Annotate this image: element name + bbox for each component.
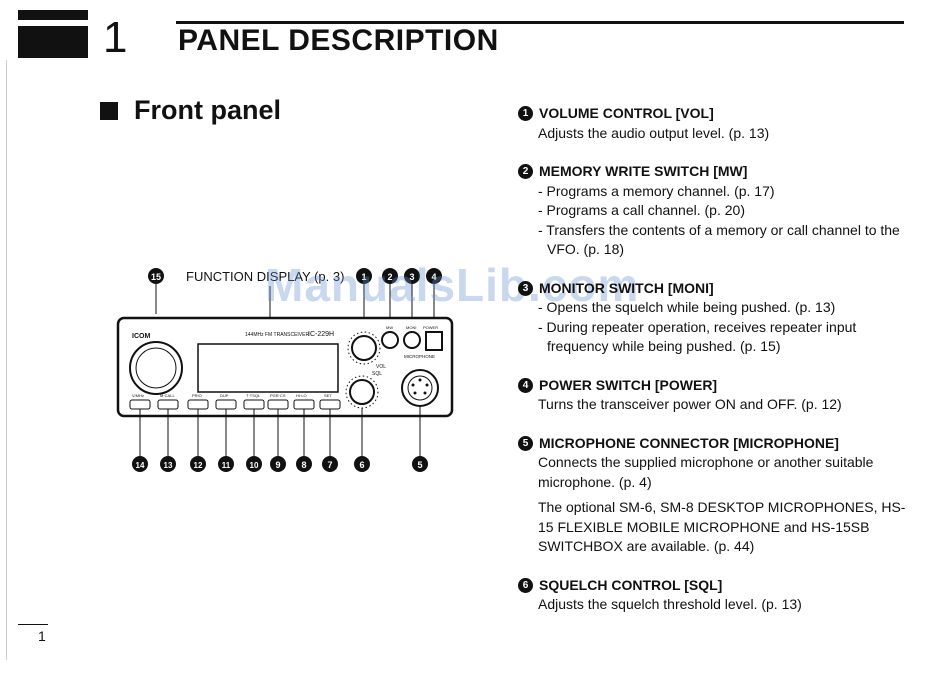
watermark: ManualsLib.com [265, 259, 640, 311]
item-text: Adjusts the audio output level. (p. 13) [538, 124, 770, 141]
moni-button [403, 331, 421, 349]
svg-text:M·CALL: M·CALL [160, 393, 175, 398]
margin-rule [6, 60, 7, 660]
svg-text:4: 4 [431, 272, 436, 282]
bullet-text: - Opens the squelch while being pushed. … [538, 299, 836, 315]
svg-text:8: 8 [301, 460, 306, 470]
svg-text:VOL: VOL [376, 364, 386, 370]
number-badge: 6 [518, 577, 533, 593]
svg-text:V/MHz: V/MHz [132, 393, 144, 398]
item-heading: MONITOR SWITCH [MONI] [539, 279, 714, 296]
svg-text:13: 13 [164, 461, 173, 470]
svg-text:9: 9 [275, 460, 280, 470]
item-monitor-switch: 3 MONITOR SWITCH [MONI] - Opens the squel… [518, 279, 908, 357]
chapter-bar [18, 10, 88, 58]
number-badge: 4 [518, 377, 533, 393]
svg-text:3: 3 [409, 272, 414, 282]
section-title: Front panel [134, 95, 281, 125]
square-bullet-icon [100, 101, 118, 120]
item-text: Connects the supplied microphone or anot… [538, 454, 874, 490]
item-memory-write: 2 MEMORY WRITE SWITCH [MW] - Programs a m… [518, 162, 908, 260]
function-display [197, 343, 339, 393]
callout-15-number: 15 [151, 272, 161, 282]
vol-knob [351, 335, 377, 361]
section-heading: Front panel [100, 95, 281, 126]
item-squelch-control: 6 SQUELCH CONTROL [SQL] Adjusts the squel… [518, 576, 908, 615]
svg-text:10: 10 [250, 461, 259, 470]
brand-logo: ICOM [132, 333, 150, 340]
svg-text:1: 1 [361, 272, 366, 282]
item-heading: POWER SWITCH [POWER] [539, 376, 718, 393]
function-display-label: FUNCTION DISPLAY (p. 3) [186, 269, 344, 284]
number-badge: 1 [518, 106, 533, 122]
chapter-title: PANEL DESCRIPTION [178, 24, 499, 57]
page-number: 1 [38, 628, 46, 644]
page-rule [18, 624, 48, 625]
sql-knob [349, 379, 375, 405]
model-subtitle: 144MHz FM TRANSCEIVER [245, 332, 309, 338]
item-heading: SQUELCH CONTROL [SQL] [539, 576, 723, 593]
item-heading: VOLUME CONTROL [VOL] [539, 105, 714, 121]
top-callouts: 1 2 3 4 [356, 268, 442, 332]
bullet-text: - During repeater operation, receives re… [538, 318, 857, 355]
svg-text:SQL: SQL [372, 371, 382, 377]
svg-text:11: 11 [222, 461, 231, 470]
key-row: V/MHz M·CALL PRIO DUP T·TSQL PGR·CS HI·L… [129, 393, 341, 410]
svg-text:2: 2 [387, 272, 392, 282]
svg-text:6: 6 [359, 460, 364, 470]
svg-text:PGR·CS: PGR·CS [270, 393, 286, 398]
item-text: Adjusts the squelch threshold level. (p.… [538, 596, 802, 612]
svg-text:PRIO: PRIO [192, 393, 202, 398]
svg-text:MONI: MONI [406, 325, 416, 330]
svg-text:5: 5 [417, 460, 422, 470]
front-panel-diagram: 15 FUNCTION DISPLAY (p. 3) 1 2 3 4 ICOM … [116, 268, 454, 472]
item-heading: MEMORY WRITE SWITCH [MW] [539, 163, 748, 179]
svg-text:12: 12 [194, 461, 203, 470]
microphone-label: MICROPHONE [404, 354, 435, 359]
item-text: Turns the transceiver power ON and OFF. … [538, 396, 842, 412]
svg-text:POWER: POWER [423, 325, 438, 330]
item-microphone-connector: 5 MICROPHONE CONNECTOR [MICROPHONE] Conne… [518, 434, 908, 557]
svg-text:DUP: DUP [220, 393, 229, 398]
item-volume-control: 1 VOLUME CONTROL [VOL] Adjusts the audio … [518, 104, 908, 143]
svg-text:14: 14 [136, 461, 145, 470]
svg-text:T·TSQL: T·TSQL [246, 393, 261, 398]
bullet-text: - Programs a memory channel. (p. 17) [538, 182, 775, 199]
bullet-text: - Programs a call channel. (p. 20) [538, 202, 745, 218]
mw-button [381, 331, 399, 349]
model-name: IC-229H [308, 331, 334, 338]
callout-15 [148, 268, 164, 284]
bottom-callouts: 14 13 12 11 10 9 8 7 6 5 [132, 456, 428, 472]
bullet-text: - Transfers the contents of a memory or … [538, 221, 900, 258]
power-button [425, 331, 443, 351]
svg-text:MW: MW [386, 325, 393, 330]
item-extra-text: The optional SM-6, SM-8 DESKTOP MICROPHO… [538, 499, 906, 554]
svg-text:HI·LO: HI·LO [296, 393, 307, 398]
item-heading: MICROPHONE CONNECTOR [MICROPHONE] [539, 434, 839, 451]
svg-text:SET: SET [324, 393, 332, 398]
number-badge: 3 [518, 280, 533, 296]
number-badge: 2 [518, 164, 533, 180]
title-rule [176, 21, 904, 24]
descriptions: 1 VOLUME CONTROL [VOL] Adjusts the audio … [518, 104, 908, 634]
number-badge: 5 [518, 435, 533, 451]
svg-text:7: 7 [327, 460, 332, 470]
chapter-number: 1 [103, 13, 128, 62]
item-power-switch: 4 POWER SWITCH [POWER] Turns the transcei… [518, 376, 908, 415]
